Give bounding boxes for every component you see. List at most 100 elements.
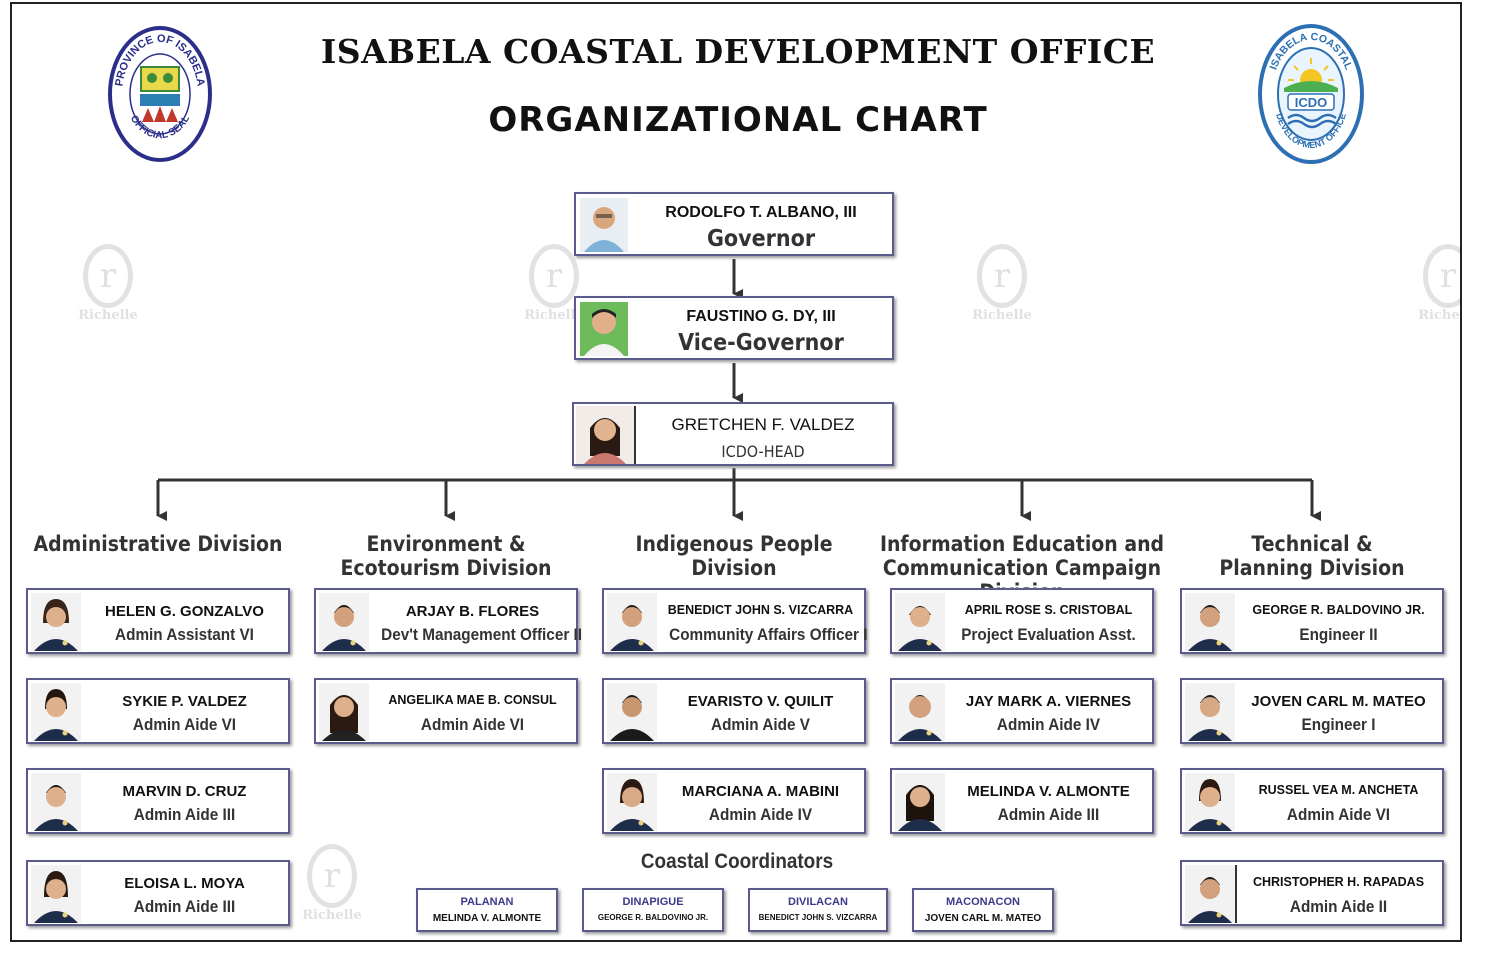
person-name: EVARISTO V. QUILIT [687, 693, 834, 710]
avatar [1185, 773, 1235, 831]
coastal-coordinator-box: DINAPIGUE GEORGE R. BALDOVINO JR. [582, 888, 724, 932]
member-card: HELEN G. GONZALVO Admin Assistant VI [26, 588, 290, 654]
person-position: ICDO-HEAD [721, 442, 805, 461]
person-name: MARVIN D. CRUZ [122, 783, 247, 800]
seal-center-text: ICDO [1295, 95, 1328, 110]
vice-governor-box: FAUSTINO G. DY, III Vice-Governor [574, 296, 894, 360]
member-card: JAY MARK A. VIERNES Admin Aide IV [890, 678, 1154, 744]
person-name: RUSSEL VEA M. ANCHETA [1258, 783, 1419, 797]
avatar [576, 406, 636, 464]
page-subtitle: ORGANIZATIONAL CHART [488, 100, 988, 140]
avatar [895, 593, 945, 651]
person-position: Admin Aide VI [420, 715, 525, 734]
member-card: ANGELIKA MAE B. CONSUL Admin Aide VI [314, 678, 578, 744]
member-card: JOVEN CARL M. MATEO Engineer I [1180, 678, 1444, 744]
person-position: Admin Aide III [133, 805, 236, 824]
member-card: MARVIN D. CRUZ Admin Aide III [26, 768, 290, 834]
avatar [895, 683, 945, 741]
person-position: Admin Aide VI [1286, 805, 1391, 824]
division-title-environment: Environment & Ecotourism Division [340, 532, 552, 580]
avatar [607, 593, 657, 651]
avatar [607, 773, 657, 831]
coordinator-place: PALANAN [460, 896, 514, 908]
avatar [1185, 593, 1235, 651]
member-card: CHRISTOPHER H. RAPADAS Admin Aide II [1180, 860, 1444, 926]
avatar [319, 683, 369, 741]
division-title-technical: Technical & Planning Division [1219, 532, 1405, 580]
person-position: Admin Aide IV [708, 805, 813, 824]
coastal-coordinators-title: Coastal Coordinators [640, 850, 834, 873]
avatar [1185, 683, 1235, 741]
person-name: GRETCHEN F. VALDEZ [671, 415, 855, 434]
person-name: FAUSTINO G. DY, III [686, 308, 836, 325]
avatar [31, 683, 81, 741]
member-card: MELINDA V. ALMONTE Admin Aide III [890, 768, 1154, 834]
person-position: Engineer I [1301, 715, 1376, 734]
avatar [31, 865, 81, 923]
person-name: HELEN G. GONZALVO [105, 603, 264, 620]
coordinator-name: JOVEN CARL M. MATEO [924, 913, 1042, 924]
member-card: ARJAY B. FLORES Dev't Management Officer… [314, 588, 583, 654]
member-card: MARCIANA A. MABINI Admin Aide IV [602, 768, 866, 834]
avatar [1185, 865, 1237, 923]
avatar [31, 593, 81, 651]
division-title-indigenous: Indigenous People Division [635, 532, 833, 580]
coordinator-place: MACONACON [946, 896, 1020, 908]
member-card: RUSSEL VEA M. ANCHETA Admin Aide VI [1180, 768, 1444, 834]
person-name: ANGELIKA MAE B. CONSUL [388, 693, 557, 707]
member-card: SYKIE P. VALDEZ Admin Aide VI [26, 678, 290, 744]
member-card: APRIL ROSE S. CRISTOBAL Project Evaluati… [890, 588, 1154, 654]
person-position: Governor [706, 226, 816, 252]
coastal-coordinator-box: MACONACON JOVEN CARL M. MATEO [912, 888, 1054, 932]
person-position: Admin Aide III [133, 897, 236, 916]
person-name: GEORGE R. BALDOVINO JR. [1252, 603, 1425, 617]
person-position: Project Evaluation Asst. [961, 625, 1136, 644]
member-card: ELOISA L. MOYA Admin Aide III [26, 860, 290, 926]
coordinator-place: DIVILACAN [788, 896, 848, 908]
person-name: JAY MARK A. VIERNES [965, 693, 1132, 710]
avatar [31, 773, 81, 831]
member-card: GEORGE R. BALDOVINO JR. Engineer II [1180, 588, 1444, 654]
division-title-admin: Administrative Division [33, 532, 283, 556]
member-card: BENEDICT JOHN S. VIZCARRA Community Affa… [602, 588, 868, 654]
person-position: Admin Assistant VI [115, 625, 254, 644]
person-name: BENEDICT JOHN S. VIZCARRA [667, 603, 854, 617]
coastal-coordinator-box: DIVILACAN BENEDICT JOHN S. VIZCARRA [748, 888, 888, 932]
person-position: Admin Aide VI [132, 715, 237, 734]
person-name: ARJAY B. FLORES [405, 603, 540, 620]
person-position: Admin Aide II [1289, 897, 1388, 916]
avatar [895, 773, 945, 831]
icdo-seal-icon: ICDO ISABELA COASTAL DEVELOPMENT OFFICE [1258, 24, 1364, 164]
coastal-coordinator-box: PALANAN MELINDA V. ALMONTE [416, 888, 558, 932]
person-position: Community Affairs Officer I [669, 625, 868, 644]
coordinator-name: BENEDICT JOHN S. VIZCARRA [758, 913, 878, 922]
governor-box: RODOLFO T. ALBANO, III Governor [574, 192, 894, 256]
coordinator-name: GEORGE R. BALDOVINO JR. [597, 913, 709, 922]
person-position: Vice-Governor [678, 330, 844, 356]
person-name: RODOLFO T. ALBANO, III [665, 204, 857, 221]
person-position: Admin Aide III [997, 805, 1100, 824]
member-card: EVARISTO V. QUILIT Admin Aide V [602, 678, 866, 744]
avatar [580, 302, 628, 356]
icdo-head-box: GRETCHEN F. VALDEZ ICDO-HEAD [572, 402, 894, 466]
person-name: CHRISTOPHER H. RAPADAS [1252, 875, 1425, 889]
coordinator-place: DINAPIGUE [622, 896, 684, 908]
avatar [607, 683, 657, 741]
person-name: JOVEN CARL M. MATEO [1251, 693, 1426, 710]
connector-lines [156, 259, 1321, 521]
avatar [319, 593, 369, 651]
coordinator-name: MELINDA V. ALMONTE [432, 913, 542, 924]
person-position: Dev't Management Officer II [381, 625, 583, 644]
person-name: MELINDA V. ALMONTE [967, 783, 1130, 800]
person-name: SYKIE P. VALDEZ [122, 693, 247, 710]
person-position: Admin Aide IV [996, 715, 1101, 734]
person-position: Engineer II [1299, 625, 1378, 644]
person-position: Admin Aide V [711, 715, 810, 734]
avatar [580, 198, 628, 252]
